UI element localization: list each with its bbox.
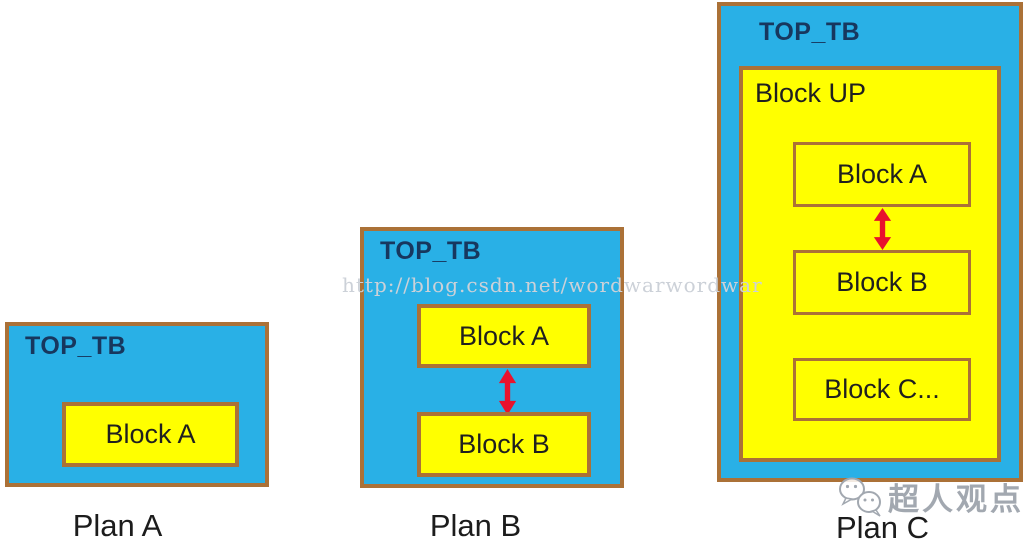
plan-c-caption: Plan C: [835, 510, 930, 545]
plan-a-caption: Plan A: [72, 508, 163, 543]
plan-c-block-b-label: Block B: [836, 267, 928, 297]
plan-c-block-a-label: Block A: [836, 159, 928, 189]
plan-b-block-a-label: Block A: [458, 320, 550, 351]
plan-c-block-up-box: Block UP Block A Block B Block C...: [739, 66, 1001, 462]
double-arrow-icon: [871, 208, 894, 250]
plan-a-block-a-label: Block A: [105, 419, 196, 449]
plan-b-block-a: Block A: [417, 304, 591, 368]
plan-b-block-b: Block B: [417, 412, 591, 477]
plan-c-block-c: Block C...: [793, 358, 971, 421]
plan-c-top-tb-box: TOP_TB Block UP Block A Block B Block C.…: [717, 2, 1023, 482]
plan-c-block-c-label: Block C...: [824, 374, 940, 404]
plan-c-block-up-label: Block UP: [755, 78, 867, 108]
plan-b-block-b-label: Block B: [458, 429, 550, 459]
logo-text: 超人观点: [888, 482, 1024, 517]
chat-bubbles-icon: [836, 475, 888, 519]
plan-c-block-b: Block B: [793, 250, 971, 315]
plan-b-top-tb-box: TOP_TB Block A Block B: [360, 227, 624, 488]
logo-watermark: 超人观点: [836, 474, 1024, 519]
plan-b-caption: Plan B: [429, 508, 522, 543]
double-arrow-icon: [496, 369, 519, 415]
plan-b-top-tb-label: TOP_TB: [380, 237, 482, 265]
plan-a-block-a: Block A: [62, 402, 239, 467]
plan-a-top-tb-box: TOP_TB Block A: [5, 322, 269, 487]
plan-c-top-tb-label: TOP_TB: [759, 18, 861, 46]
plan-c-block-a: Block A: [793, 142, 971, 207]
plan-a-top-tb-label: TOP_TB: [25, 332, 127, 360]
